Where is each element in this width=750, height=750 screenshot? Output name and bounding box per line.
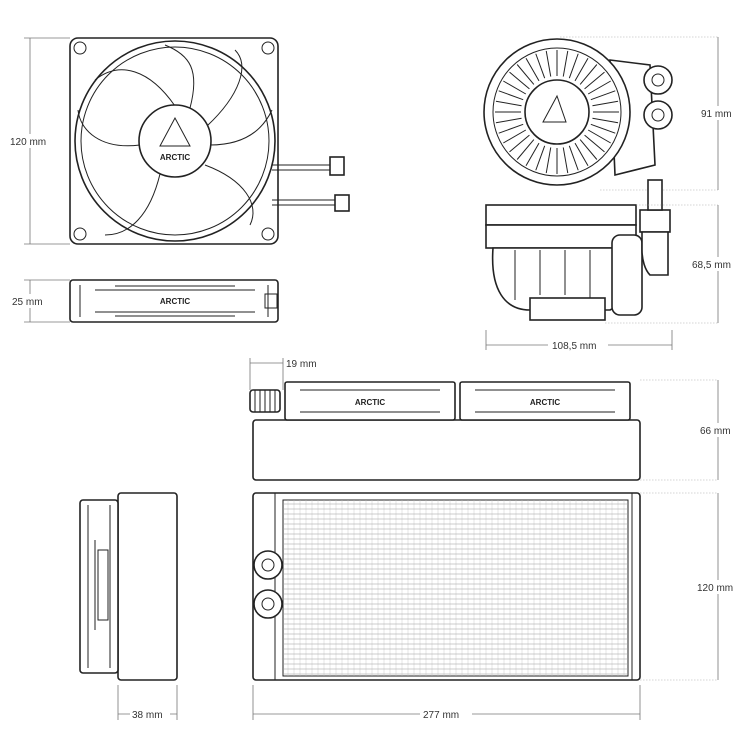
dim-fitting-offset: 19 mm <box>286 359 317 370</box>
pump-fin <box>503 80 527 95</box>
pump-fin <box>516 139 535 160</box>
fan-side-view: ARCTIC <box>69 279 279 323</box>
pump-fin <box>587 129 611 144</box>
dim-radiator-depth: 38 mm <box>132 710 163 721</box>
radiator-side-view: ARCTIC ARCTIC <box>249 381 641 481</box>
radiator-front-view <box>252 492 641 681</box>
fan-connector <box>329 156 345 176</box>
pump-fin <box>584 134 605 153</box>
pump-fin <box>525 142 540 166</box>
pump-fin <box>498 90 524 101</box>
dim-radiator-height: 120 mm <box>697 583 733 594</box>
pump-fin <box>568 145 579 171</box>
pump-fin <box>509 71 530 90</box>
pump-fin <box>535 53 546 79</box>
pump-side-view <box>485 179 671 321</box>
pump-fin <box>495 100 522 107</box>
fan-side-logo: ARCTIC <box>160 297 190 306</box>
svg-text:ARCTIC: ARCTIC <box>530 398 560 407</box>
pump-fin <box>579 139 598 160</box>
pump-fin <box>516 64 535 85</box>
pump-fin <box>535 145 546 171</box>
pump-fin <box>592 100 619 107</box>
dim-radiator-length: 277 mm <box>423 710 459 721</box>
pump-fin <box>545 147 552 174</box>
dim-fan-depth: 25 mm <box>12 297 43 308</box>
svg-text:ARCTIC: ARCTIC <box>355 398 385 407</box>
pump-fin <box>587 80 611 95</box>
pump-fin <box>525 58 540 82</box>
pump-top-view <box>483 38 673 186</box>
radiator-end-view <box>79 492 178 681</box>
pump-fin <box>590 90 616 101</box>
pump-fin <box>592 117 619 124</box>
dim-pump-width: 108,5 mm <box>552 341 596 352</box>
pump-fin <box>579 64 598 85</box>
argb-connector <box>334 194 350 212</box>
fan-logo: ARCTIC <box>160 153 190 162</box>
pump-fin <box>574 58 589 82</box>
pump-fin <box>545 50 552 77</box>
dim-radiator-total-depth: 66 mm <box>700 426 731 437</box>
pump-fin <box>590 123 616 134</box>
fan-front-view: ARCTIC <box>69 37 350 245</box>
dim-pump-height: 91 mm <box>701 109 732 120</box>
pump-fin <box>574 142 589 166</box>
pump-fin <box>509 134 530 153</box>
pump-fin <box>498 123 524 134</box>
dim-fan-height: 120 mm <box>10 137 46 148</box>
pump-fin <box>503 129 527 144</box>
dim-pump-depth: 68,5 mm <box>692 260 731 271</box>
pump-fin <box>562 50 569 77</box>
pump-fin <box>562 147 569 174</box>
pump-fin <box>495 117 522 124</box>
pump-fin <box>568 53 579 79</box>
pump-fin <box>584 71 605 90</box>
